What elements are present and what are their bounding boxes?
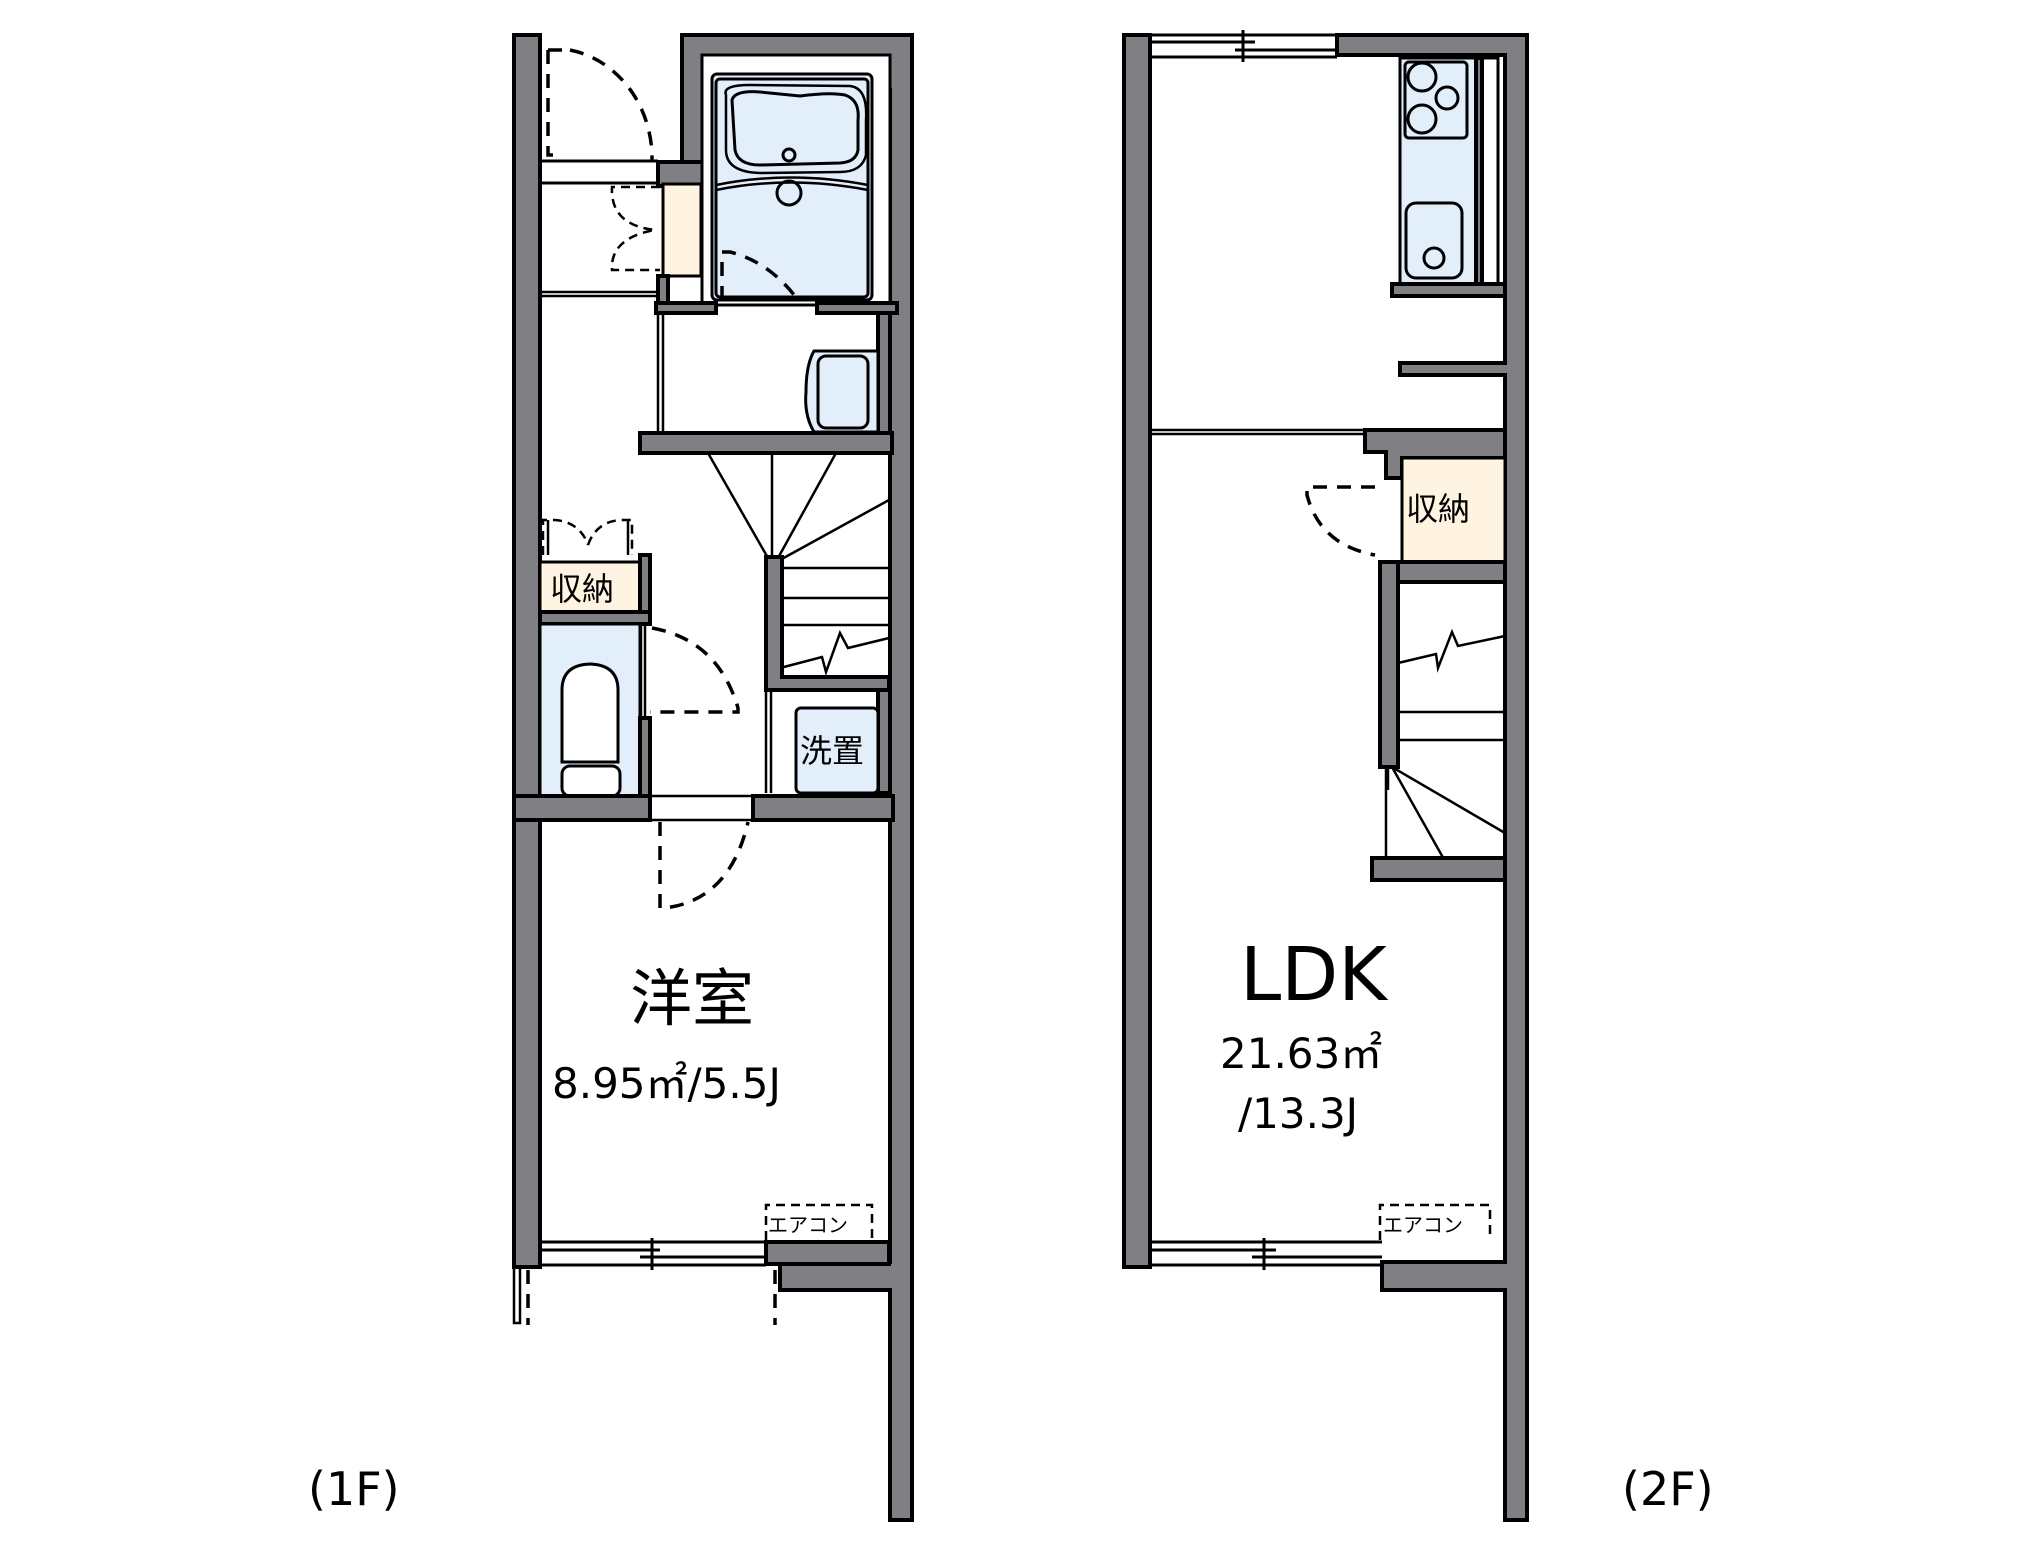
- floor-1-plan: 洗置 収納 洋室 8.95㎡/5.5J エアコン: [308, 33, 914, 1522]
- wall-1f-washer-right: [876, 688, 892, 795]
- aircon-1f-icon: [764, 1203, 874, 1240]
- burner-icon: [1406, 103, 1438, 135]
- storage-1f-label: 収納: [550, 570, 614, 608]
- storage-2f-door-icon: [1305, 485, 1376, 557]
- window-2f-bottom-icon: [1150, 1238, 1382, 1270]
- wall-1f-entry-step: [656, 160, 708, 188]
- western-room-door-icon: [658, 821, 750, 910]
- ldk-name: LDK: [1240, 932, 1389, 1018]
- window-2f-top-icon: [1150, 30, 1337, 62]
- stairs-1f-icon: [706, 452, 890, 677]
- storage-2f-label: 収納: [1406, 490, 1470, 528]
- wall-1f-storage-bottom: [538, 610, 652, 626]
- aircon-1f-label: エアコン: [768, 1213, 848, 1237]
- bathtub-icon: [730, 90, 860, 167]
- wall-2f-stair-core: [1378, 560, 1400, 769]
- wall-1f-balcony-top: [764, 1240, 891, 1266]
- toilet-icon: [560, 662, 620, 764]
- floor-1-label: (1F): [308, 1462, 400, 1516]
- bath-unit: [710, 72, 874, 302]
- wall-1f-hall-bottom-right: [751, 794, 895, 822]
- wall-2f-stair-bottom: [1370, 856, 1507, 882]
- stove-icon: [1403, 60, 1469, 140]
- sink-drain-icon: [1422, 246, 1446, 270]
- wall-1f-bath-bottom-right: [815, 301, 899, 315]
- tub-drain-icon: [781, 147, 797, 163]
- wall-1f-hall-bottom-left: [512, 794, 652, 822]
- floor-2-plan: 収納 LDK 21.63㎡ /13.3J エアコン: [1122, 30, 1714, 1522]
- wall-2f-kitchen-bottom: [1390, 282, 1507, 298]
- entrance-door-arc: [569, 48, 654, 161]
- wall-2f-left: [1122, 33, 1152, 1269]
- washbasin-drain-icon: [775, 179, 803, 207]
- ldk-area: 21.63㎡: [1220, 1029, 1382, 1078]
- wall-2f-right: [1335, 33, 1529, 1522]
- entrance-door-icon: [546, 48, 570, 157]
- window-1f-icon: [540, 1238, 766, 1270]
- washer-space: [794, 706, 880, 795]
- bath-door-icon: [720, 250, 800, 302]
- washer-label: 洗置: [800, 732, 864, 770]
- floor-2-label: (2F): [1622, 1462, 1714, 1516]
- burner-icon: [1406, 61, 1438, 93]
- wall-1f-bath-bottom-left: [654, 301, 718, 315]
- wall-1f-wash-right: [876, 311, 892, 443]
- western-room-name: 洋室: [630, 962, 754, 1035]
- washbasin-icon: [816, 354, 870, 430]
- western-room-area: 8.95㎡/5.5J: [552, 1059, 781, 1108]
- ldk-tatami: /13.3J: [1238, 1089, 1358, 1138]
- wall-1f-stair-top: [638, 431, 894, 455]
- shoe-cabinet-door-icon: [610, 185, 660, 272]
- aircon-2f-icon: [1378, 1203, 1492, 1240]
- kitchen-sink-icon: [1404, 201, 1464, 280]
- toilet-door-icon: [650, 626, 740, 714]
- burner-icon: [1434, 85, 1460, 111]
- storage-1f-door-icon: [541, 518, 634, 555]
- aircon-2f-label: エアコン: [1383, 1213, 1463, 1237]
- fridge-space: [1480, 56, 1500, 286]
- stairs-2f-icon: [1384, 628, 1506, 871]
- wall-1f-left: [512, 33, 542, 1269]
- shoe-cabinet: [661, 182, 703, 278]
